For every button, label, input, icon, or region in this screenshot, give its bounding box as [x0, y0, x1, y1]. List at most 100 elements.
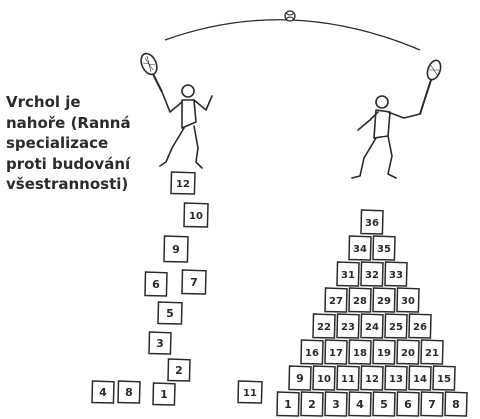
block-number: 12	[365, 374, 379, 385]
block-number: 12	[176, 179, 190, 190]
block-number: 14	[413, 374, 427, 385]
block-number: 10	[189, 211, 203, 222]
pyramid-block: 4	[349, 392, 371, 416]
block-number: 5	[380, 398, 388, 411]
block-number: 20	[401, 348, 415, 359]
block-number: 16	[305, 348, 319, 359]
block-number: 1	[160, 388, 168, 401]
block-number: 29	[377, 296, 391, 307]
loose-block: 8	[118, 381, 140, 403]
left-stack-block: 9	[164, 236, 188, 262]
pyramid-block: 14	[409, 366, 431, 390]
pyramid-block: 30	[397, 288, 419, 312]
pyramid-block: 3	[325, 392, 347, 416]
pyramid-block: 19	[373, 340, 395, 364]
left-stack-block: 12	[171, 172, 195, 194]
pyramid-block: 36	[361, 210, 383, 234]
pyramid-block: 15	[433, 366, 455, 390]
block-number: 11	[243, 388, 257, 399]
block-number: 17	[329, 348, 343, 359]
tennis-racket-icon	[420, 59, 443, 114]
block-number: 8	[125, 386, 133, 399]
block-number: 9	[296, 372, 304, 385]
block-number: 33	[389, 270, 403, 281]
block-number: 1	[284, 398, 292, 411]
pyramid-block: 26	[409, 314, 431, 338]
tennis-racket-icon	[138, 51, 162, 92]
left-stack-block: 7	[182, 270, 206, 294]
loose-block: 4	[92, 381, 114, 403]
pyramid-block: 22	[313, 314, 335, 338]
pyramid-block: 8	[445, 392, 467, 416]
block-number: 31	[341, 270, 355, 281]
stick-figure-player-icon	[160, 85, 212, 168]
pyramid-block: 1	[277, 392, 299, 416]
block-number: 34	[353, 244, 367, 255]
block-number: 27	[329, 296, 343, 307]
pyramid-block: 6	[397, 392, 419, 416]
pyramid-block: 17	[325, 340, 347, 364]
block-number: 4	[356, 398, 364, 411]
left-stack-block: 2	[168, 359, 190, 381]
block-number: 15	[437, 374, 451, 385]
block-number: 5	[166, 307, 174, 320]
pyramid-block: 21	[421, 340, 443, 364]
left-stack-block: 1	[153, 383, 175, 405]
block-number: 21	[425, 348, 439, 359]
tennis-ball-icon	[285, 11, 295, 21]
block-number: 3	[156, 337, 164, 350]
block-number: 23	[341, 322, 355, 333]
pyramid-block: 5	[373, 392, 395, 416]
block-number: 19	[377, 348, 391, 359]
pyramid-block: 11	[337, 366, 359, 390]
block-number: 8	[452, 398, 460, 411]
pyramid-block: 23	[337, 314, 359, 338]
block-number: 26	[413, 322, 427, 333]
left-stack-block: 6	[145, 272, 167, 296]
stick-figure-player-icon	[352, 96, 420, 178]
pyramid-block: 29	[373, 288, 395, 312]
block-number: 7	[190, 276, 198, 289]
pyramid-block: 7	[421, 392, 443, 416]
pyramid-block: 28	[349, 288, 371, 312]
pyramid-block: 31	[337, 262, 359, 286]
pyramid-block: 12	[361, 366, 383, 390]
block-number: 32	[365, 270, 379, 281]
block-number: 24	[365, 322, 379, 333]
block-number: 30	[401, 296, 415, 307]
pyramid-block: 32	[361, 262, 383, 286]
pyramid-block: 20	[397, 340, 419, 364]
block-number: 4	[99, 386, 107, 399]
pyramid-block: 33	[385, 262, 407, 286]
pyramid-block: 13	[385, 366, 407, 390]
pyramid-block: 16	[301, 340, 323, 364]
pyramid-block: 27	[325, 288, 347, 312]
pyramid-block: 9	[289, 366, 311, 390]
left-stack-block: 3	[149, 332, 171, 354]
pyramid-block: 18	[349, 340, 371, 364]
block-number: 36	[365, 218, 379, 229]
pyramid-block: 24	[361, 314, 383, 338]
pyramid-block: 35	[373, 236, 395, 260]
loose-block: 11	[238, 381, 262, 403]
block-number: 3	[332, 398, 340, 411]
block-number: 25	[389, 322, 403, 333]
left-stack-block: 5	[158, 302, 182, 324]
block-number: 6	[152, 278, 160, 291]
block-number: 10	[317, 374, 331, 385]
block-number: 11	[341, 374, 355, 385]
pyramid-block: 34	[349, 236, 371, 260]
block-number: 9	[172, 243, 180, 256]
block-number: 7	[428, 398, 436, 411]
block-number: 2	[175, 364, 183, 377]
block-number: 35	[377, 244, 391, 255]
pyramid-block: 10	[313, 366, 335, 390]
block-number: 6	[404, 398, 412, 411]
block-number: 28	[353, 296, 367, 307]
pyramid-block: 25	[385, 314, 407, 338]
block-number: 18	[353, 348, 367, 359]
left-stack-block: 10	[184, 203, 208, 227]
block-number: 13	[389, 374, 403, 385]
